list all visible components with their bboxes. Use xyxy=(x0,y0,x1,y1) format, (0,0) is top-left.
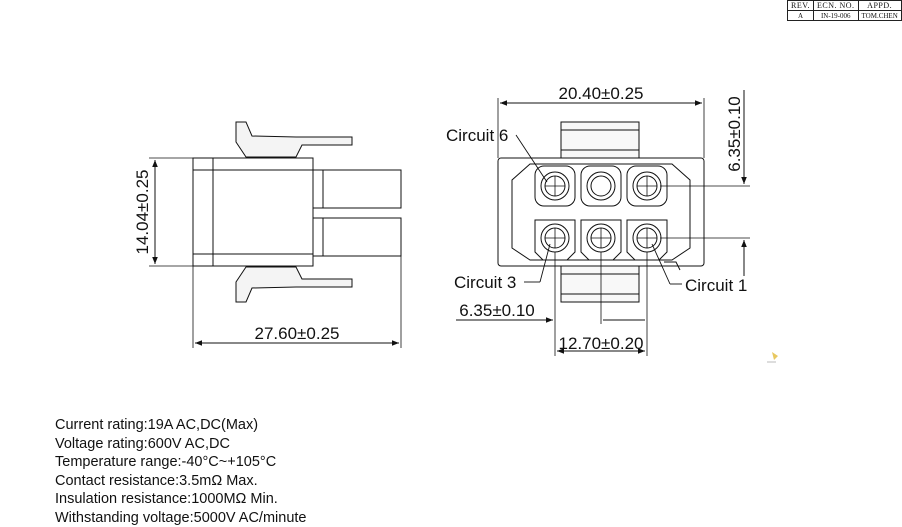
upper-pin xyxy=(313,170,401,208)
specifications: Current rating:19A AC,DC(Max) Voltage ra… xyxy=(55,416,306,527)
spec-current-rating: Current rating:19A AC,DC(Max) xyxy=(55,416,306,435)
row-pitch-dimension-label: 6.35±0.10 xyxy=(725,96,744,172)
spec-voltage-rating: Voltage rating:600V AC,DC xyxy=(55,435,306,454)
col-pitch-dimension-label: 6.35±0.10 xyxy=(459,301,535,320)
side-housing xyxy=(193,158,313,266)
spec-insulation-resistance: Insulation resistance:1000MΩ Min. xyxy=(55,490,306,509)
width-dimension-label: 20.40±0.25 xyxy=(559,84,644,103)
lower-latch xyxy=(236,267,352,302)
side-view xyxy=(149,122,401,348)
span-dimension-label: 12.70±0.20 xyxy=(559,334,644,353)
length-dimension-label: 27.60±0.25 xyxy=(255,324,340,343)
spec-withstanding-voltage: Withstanding voltage:5000V AC/minute xyxy=(55,509,306,527)
top-latch-block xyxy=(561,122,639,158)
bottom-latch-block xyxy=(561,266,639,302)
spec-contact-resistance: Contact resistance:3.5mΩ Max. xyxy=(55,472,306,491)
circuit-3-callout: Circuit 3 xyxy=(454,273,516,292)
circuit-6-callout: Circuit 6 xyxy=(446,126,508,145)
small-mark-icon xyxy=(767,352,778,362)
circuit-1-callout: Circuit 1 xyxy=(685,276,747,295)
lower-pin xyxy=(313,218,401,256)
spec-temperature-range: Temperature range:-40°C~+105°C xyxy=(55,453,306,472)
upper-latch xyxy=(236,122,352,157)
height-dimension-label: 14.04±0.25 xyxy=(133,170,152,255)
